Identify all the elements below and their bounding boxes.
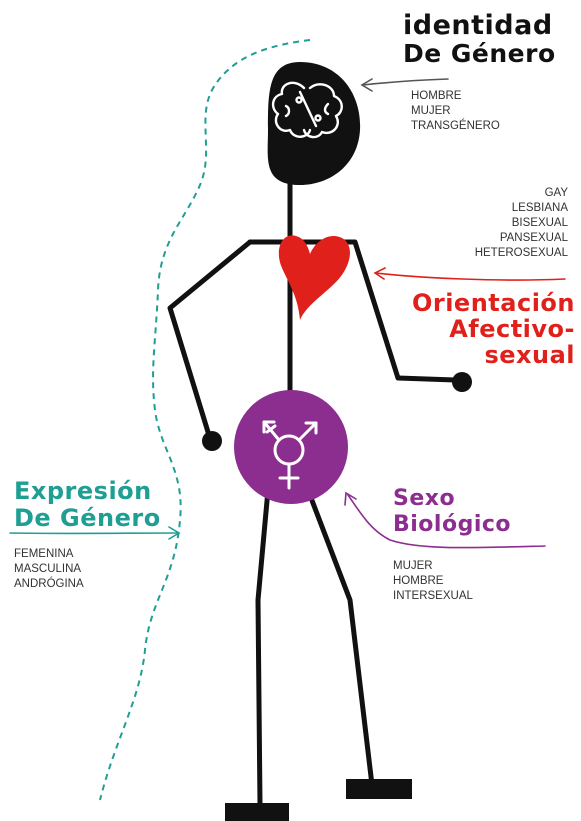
orientation-list: GAY LESBIANA BISEXUAL PANSEXUAL HETEROSE… xyxy=(475,186,568,261)
identity-item: HOMBRE xyxy=(411,90,462,102)
orientation-item: PANSEXUAL xyxy=(499,232,568,244)
expression-dashed-outline xyxy=(99,39,311,801)
orientation-item: GAY xyxy=(544,187,568,199)
orientation-item: BISEXUAL xyxy=(511,217,568,229)
expression-title-line2: De Género xyxy=(14,504,161,532)
expression-arrow xyxy=(9,526,181,540)
identity-title: identidad De Género xyxy=(403,12,556,66)
expression-item: FEMENINA xyxy=(14,548,74,560)
transgender-symbol-icon xyxy=(262,420,318,490)
biological-sex-item: HOMBRE xyxy=(393,575,444,587)
brain-icon xyxy=(271,81,343,139)
biological-sex-arrow xyxy=(344,491,546,549)
right-hand xyxy=(452,372,472,392)
sex-circle xyxy=(234,390,348,504)
expression-title: Expresión De Género xyxy=(14,478,161,532)
heart-icon xyxy=(278,235,350,320)
identity-list: HOMBRE MUJER TRANSGÉNERO xyxy=(411,89,500,134)
biological-sex-title: Sexo Biológico xyxy=(393,486,511,538)
left-foot xyxy=(225,803,289,821)
biological-sex-item: MUJER xyxy=(393,560,433,572)
orientation-arrow xyxy=(373,267,566,281)
orientation-title-line2: Afectivo- xyxy=(449,315,575,343)
biological-sex-title-line1: Sexo xyxy=(393,486,456,511)
identity-item: TRANSGÉNERO xyxy=(411,120,500,132)
orientation-item: HETEROSEXUAL xyxy=(474,247,568,259)
identity-arrow xyxy=(360,78,449,92)
orientation-title-line3: sexual xyxy=(484,341,575,369)
identity-title-line2: De Género xyxy=(403,39,556,68)
right-leg xyxy=(305,489,375,786)
right-foot xyxy=(346,779,412,799)
expression-title-line1: Expresión xyxy=(14,477,152,505)
biological-sex-list: MUJER HOMBRE INTERSEXUAL xyxy=(393,559,473,604)
orientation-title: Orientación Afectivo- sexual xyxy=(412,290,575,368)
identity-title-line1: identidad xyxy=(403,10,553,41)
identity-item: MUJER xyxy=(411,105,451,117)
biological-sex-title-line2: Biológico xyxy=(393,512,512,537)
biological-sex-item: INTERSEXUAL xyxy=(393,590,473,602)
left-hand xyxy=(202,431,222,451)
orientation-title-line1: Orientación xyxy=(411,289,575,317)
expression-list: FEMENINA MASCULINA ANDRÓGINA xyxy=(14,547,84,592)
left-leg xyxy=(255,489,271,806)
expression-item: ANDRÓGINA xyxy=(14,578,84,590)
left-arm xyxy=(167,239,253,435)
orientation-item: LESBIANA xyxy=(511,202,568,214)
expression-item: MASCULINA xyxy=(14,563,82,575)
